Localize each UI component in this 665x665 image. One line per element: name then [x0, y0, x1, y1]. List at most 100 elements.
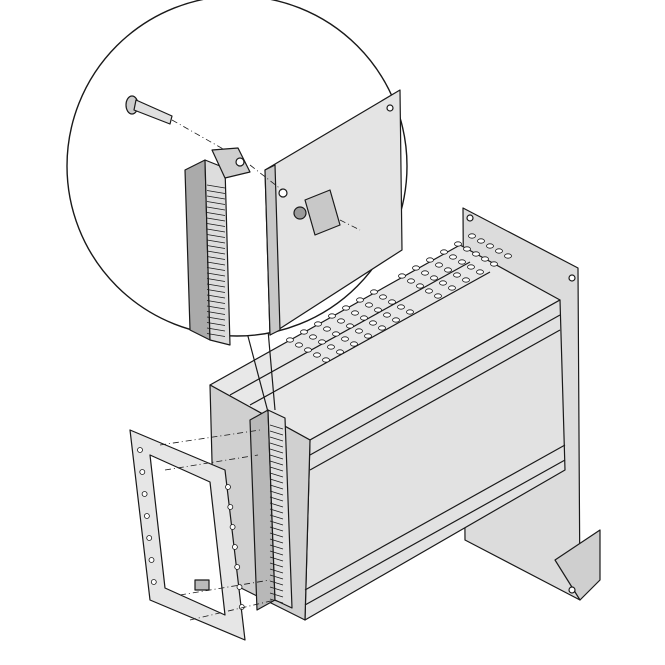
vent-hole: [360, 315, 368, 321]
vent-hole: [337, 318, 345, 324]
connector-pin: [269, 586, 284, 592]
vent-hole: [449, 254, 457, 260]
connector-pin: [269, 526, 284, 532]
ventilation-holes: [286, 233, 512, 363]
frame-hole: [146, 535, 153, 541]
connector-pin: [206, 223, 226, 227]
vent-hole: [392, 317, 400, 323]
vent-hole: [448, 285, 456, 291]
connector-pin: [269, 490, 284, 496]
frame-hole: [137, 447, 143, 453]
connector-pin: [269, 562, 284, 568]
connector-pin: [269, 592, 284, 598]
vent-hole: [439, 280, 447, 286]
vent-hole: [383, 312, 391, 318]
vent-hole: [286, 337, 294, 343]
frame-hole: [234, 564, 241, 570]
connector-pin: [269, 598, 284, 604]
connector-pin: [269, 538, 284, 544]
connector-pin: [206, 201, 226, 205]
vent-hole: [364, 333, 372, 339]
vent-hole: [486, 243, 494, 249]
connector-pin: [269, 448, 284, 454]
connector-pin: [269, 466, 284, 472]
connector-pin: [206, 234, 226, 238]
connector-pin: [269, 514, 284, 520]
connector-pin: [269, 556, 284, 562]
vent-hole: [346, 323, 354, 329]
connector-pin: [269, 454, 284, 460]
connector-pin: [206, 311, 226, 315]
vent-hole: [490, 261, 498, 267]
connector-pin: [269, 544, 284, 550]
vent-hole: [398, 273, 406, 279]
connector-pin: [269, 436, 284, 442]
connector-pin: [206, 239, 226, 244]
connector-pin: [206, 289, 226, 293]
connector-pin: [269, 496, 284, 502]
vent-hole: [504, 253, 512, 259]
connector-pin: [269, 478, 284, 484]
vent-hole: [444, 267, 452, 273]
connector-pin: [206, 300, 226, 304]
vent-hole: [309, 334, 317, 340]
connector-pin: [206, 206, 226, 211]
vent-hole: [365, 302, 373, 308]
connector-pin: [269, 430, 284, 436]
vent-hole: [314, 321, 322, 327]
frame-hole: [231, 544, 238, 550]
vent-hole: [351, 310, 359, 316]
connector-pin: [206, 278, 226, 282]
connector-pin: [269, 550, 284, 556]
vent-hole: [434, 293, 442, 299]
vent-hole: [356, 297, 364, 303]
connector-strip: [249, 409, 293, 611]
vent-hole: [454, 241, 462, 247]
vent-hole: [468, 233, 476, 239]
frame-hole: [148, 557, 155, 563]
vent-hole: [472, 251, 480, 257]
connector-pin: [206, 250, 226, 255]
connector-pin: [206, 228, 226, 233]
vent-hole: [378, 325, 386, 331]
detail-callout: [66, 0, 408, 346]
vent-hole: [435, 262, 443, 268]
frame-hole: [139, 469, 146, 475]
screw: [125, 95, 283, 191]
vent-hole: [304, 347, 312, 353]
connector-pin: [269, 508, 284, 514]
connector-pin: [269, 520, 284, 526]
connector-pin: [206, 195, 226, 200]
connector-pin: [269, 460, 284, 466]
vent-hole: [495, 248, 503, 254]
vent-hole: [374, 307, 382, 313]
vent-hole: [467, 264, 475, 270]
vent-hole: [463, 246, 471, 252]
vent-hole: [458, 259, 466, 265]
connector-pin: [206, 184, 226, 189]
vent-hole: [355, 328, 363, 334]
vent-hole: [332, 331, 340, 337]
vent-hole: [425, 288, 433, 294]
vent-hole: [476, 269, 484, 275]
vent-hole: [341, 336, 349, 342]
connector-pin: [206, 245, 226, 249]
vent-hole: [328, 313, 336, 319]
connector-pin: [206, 327, 226, 332]
vent-hole: [318, 339, 326, 345]
latch-part: [304, 189, 341, 236]
connector-pin: [269, 532, 284, 538]
frame-hole: [227, 504, 234, 510]
connector-pin: [206, 333, 226, 337]
vent-hole: [327, 344, 335, 350]
connector-pin: [269, 472, 284, 478]
vent-hole: [440, 249, 448, 255]
vent-hole: [462, 277, 470, 283]
vent-hole: [336, 349, 344, 355]
frame-hole: [150, 579, 157, 585]
vent-hole: [397, 304, 405, 310]
connector-pin: [206, 267, 226, 271]
connector-pin: [206, 256, 226, 260]
connector-pin: [206, 212, 226, 216]
